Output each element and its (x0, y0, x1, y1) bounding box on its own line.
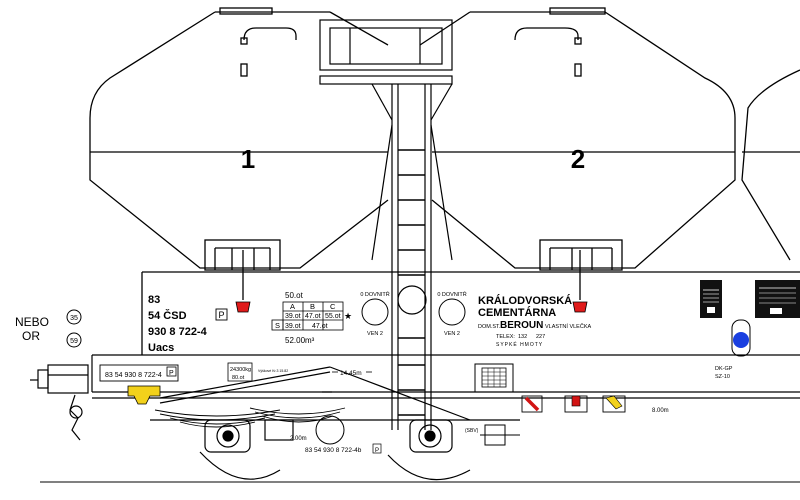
company-line1: KRÁLODVORSKÁ (478, 294, 572, 307)
handle-yellow-lever[interactable] (602, 395, 626, 413)
valve-dial-left[interactable]: 0 DOVNITŘ VEN 2 (360, 290, 389, 337)
dk-gp-sub: SZ-10 (715, 374, 730, 380)
railway-code: 83 (148, 294, 160, 306)
tare-box (227, 362, 253, 382)
length-marking: 14.45m (340, 370, 362, 377)
country-badge-box (215, 308, 228, 321)
cargo-type: SYPKÉ HMOTY (496, 341, 543, 348)
valve-dial-right[interactable]: 0 DOVNITŘ VEN 2 (437, 290, 466, 337)
sbv-label: (SBV) (465, 428, 479, 434)
hopper-2 (419, 7, 736, 300)
hopper-1-number: 1 (241, 144, 255, 174)
country-line: 54 ČSD (148, 309, 187, 322)
hopper-3-partial (741, 69, 800, 261)
placard-left (700, 280, 722, 318)
load-table: 50.ot A B C 39.ot 47.ot 55.ot ★ S 39.ot … (271, 291, 352, 345)
leaf-spring-left (154, 409, 281, 428)
circle-mark-35-text: 35 (70, 315, 78, 322)
buffer-coupling (30, 364, 89, 441)
wagon-series: Uacs (148, 342, 174, 354)
home-station: BEROUN (500, 320, 543, 331)
table-row1-a: 39.ot (285, 313, 301, 320)
handle-red-knob[interactable] (564, 395, 588, 413)
bogie-right (387, 419, 471, 481)
underframe (91, 354, 800, 421)
discharge-valve-right[interactable] (572, 301, 588, 313)
signal-light (731, 319, 751, 357)
small-note: Výškové Kr.3 15.82 (258, 369, 288, 373)
discharge-valve-left[interactable] (235, 301, 251, 313)
frame-number: 83 54 930 8 722-4 (105, 372, 162, 379)
table-row2-label: S (275, 321, 280, 330)
placard-right (755, 280, 800, 318)
valve-right-in: 0 DOVNITŘ (437, 290, 466, 298)
bogie-pitch: 2.00m (290, 436, 307, 442)
frame-plate-box (99, 364, 179, 382)
table-row2-b: 47.ot (312, 323, 328, 330)
coupling-hook[interactable] (127, 385, 161, 405)
volume: 52.00m³ (285, 336, 315, 345)
brake-cylinder (315, 415, 345, 445)
home-station-label: DOM.ST. (478, 324, 501, 330)
frame-badge-box (166, 366, 177, 377)
center-ladder (319, 19, 453, 430)
table-row1-mark: ★ (344, 311, 352, 321)
bottom-badge-box (372, 443, 382, 454)
siding: VLASTNÍ VLEČKA (545, 323, 591, 330)
wagon-number: 930 8 722-4 (148, 326, 208, 338)
hopper-2-number: 2 (571, 144, 585, 174)
frame-badge: P (169, 370, 174, 377)
bottom-badge: P (375, 448, 379, 454)
distance-right: 8.00m (652, 408, 669, 414)
leaf-spring-center (249, 407, 346, 423)
bottom-number: 83 54 930 8 722-4b (305, 447, 362, 454)
ladder-rungs (398, 149, 425, 416)
bogie-left (199, 419, 294, 480)
dk-gp: DK-GP (715, 366, 733, 372)
tare-weight: 24300kg (230, 367, 251, 373)
capacity-top: 50.ot (285, 291, 304, 300)
table-row1-c: 55.ot (325, 313, 341, 320)
telex-a: 132 (518, 334, 527, 340)
handle-red-lever[interactable] (521, 395, 543, 413)
circle-mark-35: 35 (66, 309, 82, 325)
valve-left-out: VEN 2 (367, 331, 383, 337)
company-line2: CEMENTÁRNA (478, 306, 556, 319)
handbrake-box[interactable] (474, 363, 514, 393)
valve-left-in: 0 DOVNITŘ (360, 290, 389, 298)
nebo-label: NEBO (15, 315, 49, 329)
tare-sub: 80.ot (232, 375, 245, 381)
or-label: OR (22, 329, 40, 343)
circle-mark-59: 59 (66, 332, 82, 348)
hopper-1 (89, 7, 389, 300)
valve-right-out: VEN 2 (444, 331, 460, 337)
table-row1-b: 47.ot (305, 313, 321, 320)
body-band (141, 271, 800, 355)
table-header-a: A (290, 302, 295, 311)
bogie-far-right (480, 424, 520, 446)
table-header-b: B (310, 302, 315, 311)
table-header-c: C (330, 302, 336, 311)
country-badge: P (219, 310, 225, 320)
circle-mark-59-text: 59 (70, 338, 78, 345)
telex-label: TELEX: (496, 334, 515, 340)
telex-b: 227 (536, 334, 545, 340)
table-row2-a: 39.ot (285, 323, 301, 330)
